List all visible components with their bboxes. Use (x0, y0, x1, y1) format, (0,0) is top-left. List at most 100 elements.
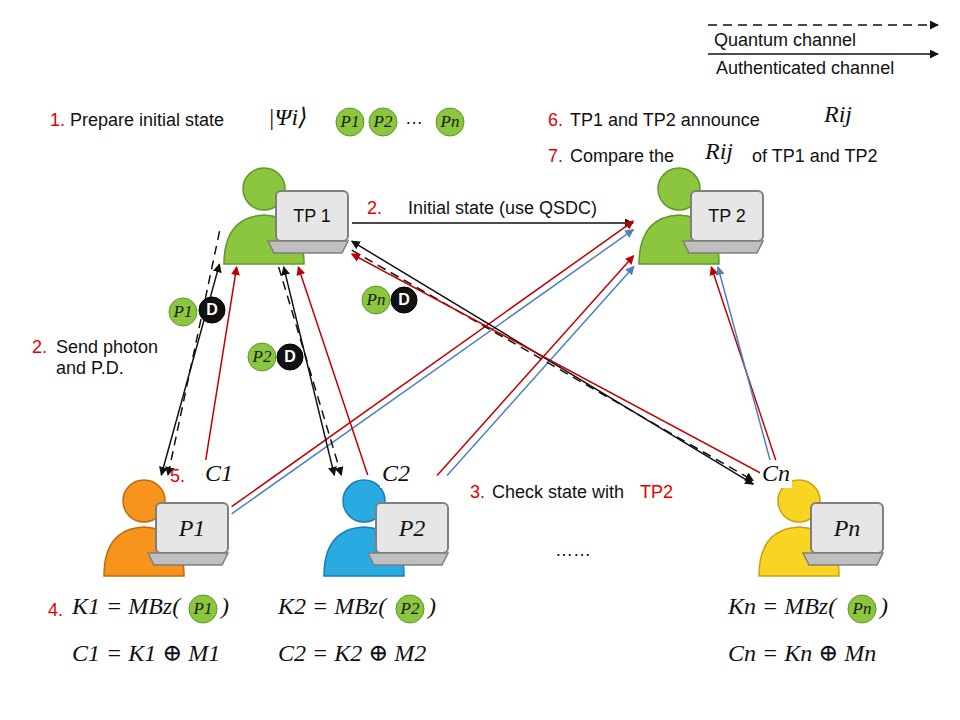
step-number: 7. (548, 146, 563, 167)
node-label: Pn (435, 107, 465, 137)
node-label: Pn (847, 594, 877, 624)
text-label: Compare the (570, 146, 674, 167)
math-label: C2 (380, 460, 412, 488)
node-label: TP 2 (693, 192, 761, 240)
math-label: K2 = MBz( (278, 593, 386, 621)
authenticated-channel (232, 230, 634, 514)
laptop-base (803, 553, 883, 565)
quantum-channel (168, 231, 220, 475)
badge-circle (277, 344, 303, 370)
authenticated-channel (352, 254, 766, 476)
math-label: Cn (760, 460, 792, 488)
math-label: Kn = MBz( (728, 593, 836, 621)
math-label: Rij (824, 101, 852, 129)
math-label: Cn = Kn ⊕ Mn (728, 640, 876, 668)
photon-circle-shape (369, 108, 397, 136)
authenticated-channel (161, 264, 219, 475)
laptop-base (148, 553, 228, 565)
text-label: …… (555, 540, 591, 561)
authenticated-channel (711, 267, 780, 475)
authenticated-channel (352, 241, 754, 484)
photon-circle-shape (396, 595, 424, 623)
math-label: C1 = K1 ⊕ M1 (72, 640, 220, 668)
photon-circle: P2 (247, 342, 277, 372)
laptop-screen (276, 191, 348, 241)
laptop-base (268, 241, 348, 253)
text-label: of TP1 and TP2 (752, 146, 877, 167)
laptop-base (683, 241, 763, 253)
authenticated-channel (298, 267, 367, 475)
photon-circle-shape (169, 298, 197, 326)
step-number: 4. (48, 600, 63, 621)
node-label: D (198, 296, 226, 324)
node-label: TP 1 (278, 192, 346, 240)
legend-text: Authenticated channel (716, 58, 894, 78)
step-number: 2. (367, 198, 382, 219)
user-with-laptop: Pn (755, 477, 885, 577)
math-label: C2 = K2 ⊕ M2 (278, 640, 426, 668)
step-number: 2. (32, 337, 47, 358)
node-label: P1 (168, 297, 198, 327)
photon-circle-shape (336, 108, 364, 136)
node-label: P2 (247, 342, 277, 372)
photon-circle-shape (362, 286, 390, 314)
legend-sample (708, 24, 938, 26)
step-number: 5. (170, 466, 185, 487)
data-badge: D (276, 343, 304, 371)
photon-circle: P2 (395, 594, 425, 624)
node-label: P1 (188, 594, 218, 624)
authenticated-channel (437, 256, 634, 476)
text-label: Send photon and P.D. (56, 337, 184, 378)
node-label: Pn (361, 285, 391, 315)
badge-circle (199, 297, 225, 323)
photon-circle: Pn (361, 285, 391, 315)
node-shape (755, 477, 885, 577)
node-shape (100, 477, 230, 577)
user-with-laptop: TP 2 (635, 165, 765, 265)
math-label: ) (880, 593, 888, 621)
text-label: TP1 and TP2 announce (570, 110, 760, 131)
user-with-laptop: P1 (100, 477, 230, 577)
photon-circle-shape (436, 108, 464, 136)
legend-entry: Authenticated channel (716, 58, 894, 79)
node-shape (320, 477, 450, 577)
legend-text: Quantum channel (714, 30, 856, 50)
quantum-channel (279, 267, 342, 475)
data-badge: D (390, 286, 418, 314)
step-number: 6. (548, 110, 563, 131)
step-number: 1. (50, 110, 65, 131)
data-badge: D (198, 296, 226, 324)
quantum-channel (352, 250, 754, 481)
step-number: TP2 (640, 482, 673, 503)
node-label: P2 (395, 594, 425, 624)
text-label: Check state with (492, 482, 624, 503)
laptop-screen (691, 191, 763, 241)
math-label: K1 = MBz( (72, 593, 180, 621)
math-label: Rij (705, 138, 733, 166)
laptop-screen (156, 503, 228, 553)
photon-circle: P1 (188, 594, 218, 624)
node-label: P1 (335, 107, 365, 137)
math-label: ) (428, 593, 436, 621)
photon-circle-shape (848, 595, 876, 623)
node-label: Pn (813, 504, 881, 552)
authenticated-channel (352, 222, 633, 224)
laptop-base (368, 553, 448, 565)
photon-circle: P1 (335, 107, 365, 137)
step-number: 3. (470, 482, 485, 503)
node-label: P2 (368, 107, 398, 137)
user-with-laptop: P2 (320, 477, 450, 577)
authenticated-channel (718, 267, 774, 475)
photon-circle: P1 (168, 297, 198, 327)
photon-circle: P2 (368, 107, 398, 137)
user-with-laptop: TP 1 (220, 165, 350, 265)
text-label: Prepare initial state (70, 110, 224, 131)
legend-entry: Quantum channel (714, 30, 856, 51)
laptop-screen (376, 503, 448, 553)
photon-circle-shape (189, 595, 217, 623)
badge-circle (391, 287, 417, 313)
photon-circle: Pn (847, 594, 877, 624)
node-label: D (390, 286, 418, 314)
edge-label: Initial state (use QSDC) (406, 198, 599, 219)
